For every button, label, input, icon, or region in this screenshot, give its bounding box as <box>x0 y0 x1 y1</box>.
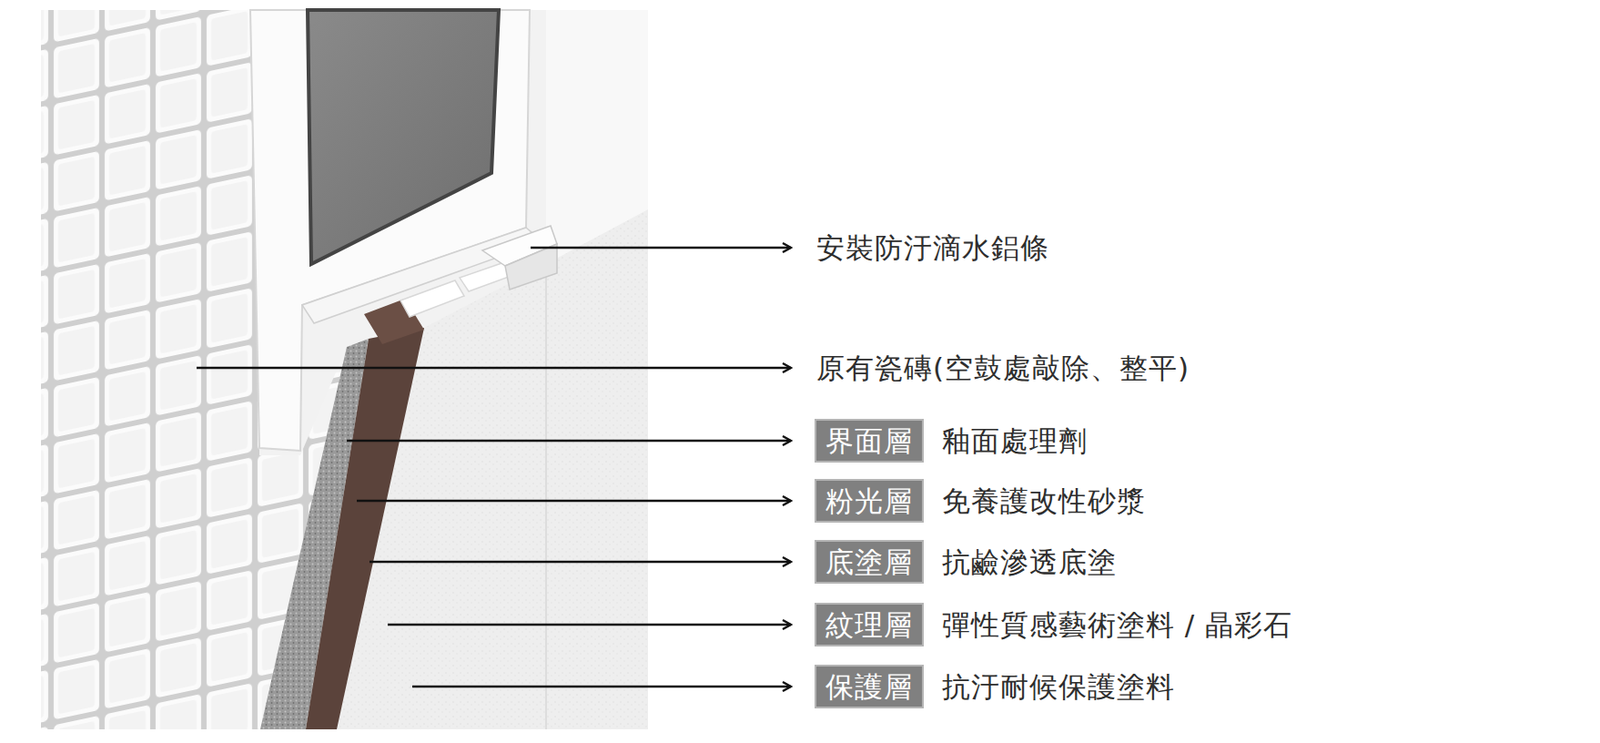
mortar-layer <box>305 327 425 730</box>
illustration <box>40 10 649 730</box>
leader-arrow <box>412 685 791 689</box>
layer-tag-text: 底塗層 <box>825 543 913 580</box>
leader-arrow <box>346 439 791 443</box>
leader-arrow <box>356 499 791 503</box>
wall-line <box>545 263 547 730</box>
callout-text: 原有瓷磚(空鼓處敲除、整平) <box>816 349 1190 386</box>
leader-lines <box>196 247 791 687</box>
layer-tag-text: 粉光層 <box>825 482 913 519</box>
material-name: 釉面處理劑 <box>941 422 1088 459</box>
material-name: 彈性質感藝術塗料 / 晶彩石 <box>941 606 1293 643</box>
material-name: 抗鹼滲透底塗 <box>941 543 1117 580</box>
layer-tag: 底塗層 <box>814 539 924 584</box>
leader-arrow <box>196 366 791 370</box>
leader-arrow <box>530 246 791 250</box>
background <box>40 10 649 730</box>
leader-arrow <box>369 560 791 564</box>
layer-tag-text: 界面層 <box>825 422 913 459</box>
material-name: 抗汙耐候保護塗料 <box>941 668 1175 705</box>
sill-tile <box>400 280 465 317</box>
layer-tag-text: 保護層 <box>825 668 913 705</box>
layer-tag-text: 紋理層 <box>825 606 913 643</box>
material-name: 免養護改性砂漿 <box>941 482 1146 519</box>
layer-tag: 紋理層 <box>814 602 924 647</box>
drip-strip-face <box>505 243 557 290</box>
leader-arrow <box>387 623 791 627</box>
layer-tag: 保護層 <box>814 664 924 709</box>
callout-text: 安裝防汙滴水鋁條 <box>816 229 1050 266</box>
window-frame <box>250 10 530 451</box>
layer-tag: 粉光層 <box>814 478 924 523</box>
layer-tag: 界面層 <box>814 418 924 463</box>
window-glass <box>307 10 499 264</box>
